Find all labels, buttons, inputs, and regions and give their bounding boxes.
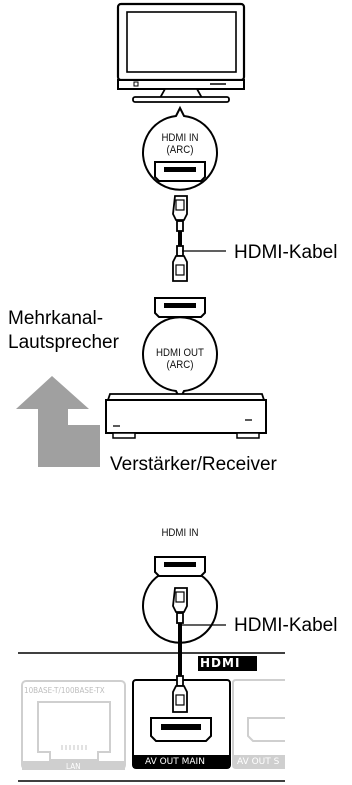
amp-hdmi-in-port-icon xyxy=(154,556,206,577)
hdmi-plug-bottom xyxy=(172,675,188,713)
av-out-sub-label: AV OUT S xyxy=(237,757,280,767)
tv-hdmi-port-icon xyxy=(154,161,206,182)
hdmi-logo: HDMI xyxy=(200,656,241,670)
cable-label-top: HDMI-Kabel xyxy=(234,242,338,263)
speaker-output-arrow-icon xyxy=(16,376,100,467)
speaker-label-line2: Lautsprecher xyxy=(8,332,119,353)
hdmi-cable-bottom xyxy=(172,587,226,676)
speaker-label-line1: Mehrkanal- xyxy=(8,308,104,329)
hdmi-cable-top xyxy=(172,195,226,282)
cable-label-bottom: HDMI-Kabel xyxy=(234,615,338,636)
av-out-main-label: AV OUT MAIN xyxy=(145,757,205,767)
tv-icon xyxy=(116,2,246,103)
amp-hdmi-out-label: HDMI OUT (ARC) xyxy=(156,347,204,371)
lan-spec-label: 10BASE-T/100BASE-TX xyxy=(24,686,105,695)
receiver-device-icon xyxy=(105,393,267,439)
receiver-label: Verstärker/Receiver xyxy=(110,454,277,475)
tv-hdmi-in-label: HDMI IN (ARC) xyxy=(161,132,199,156)
player-rear-panel xyxy=(18,652,285,782)
amp-hdmi-out-port-icon xyxy=(154,297,206,318)
amp-hdmi-in-label: HDMI IN xyxy=(161,527,199,539)
lan-port-label: LAN xyxy=(66,762,81,771)
